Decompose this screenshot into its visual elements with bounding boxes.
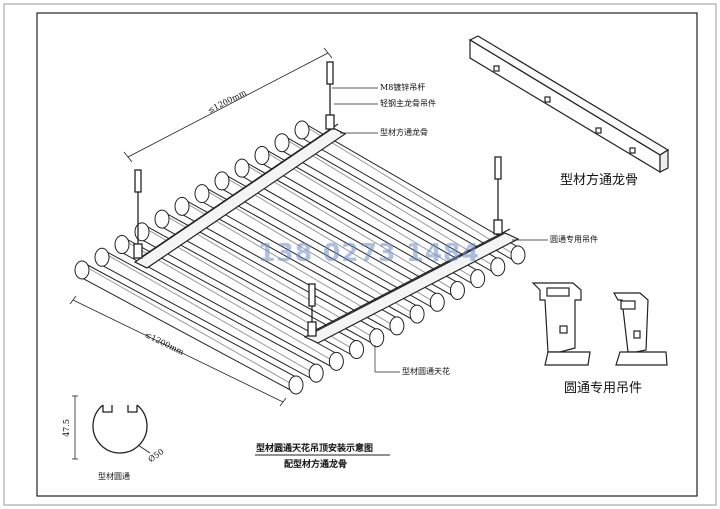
label-keel: 型材方通龙骨 [380,128,428,137]
tube-end [154,209,170,229]
inner-border [36,12,698,497]
tube-highlight [287,140,493,266]
watermark: 138 0273 1484 [258,238,480,267]
label-tube-ceiling: 型材圆通天花 [402,367,450,376]
tube-end [328,351,344,371]
leader-lines [332,87,548,373]
tube-end [234,158,250,178]
caption-tube-profile: 型材圆通 [98,472,130,481]
tube-highlight [227,178,432,301]
caption-clip-profile: 圆通专用吊件 [564,381,643,396]
tube-end [490,257,506,277]
tube-highlight [127,242,331,360]
tube-end [429,292,445,312]
tube-end [288,375,304,395]
tube-end [349,340,365,360]
tube-end [114,235,130,255]
tube-end [470,269,486,289]
dimension-lines [69,47,333,407]
tube-end [194,184,210,204]
tube-end [510,245,526,265]
tube-highlight [307,127,513,254]
tube-highlight [207,191,412,313]
clip-profile-drawing [531,282,668,366]
tube-end [94,247,110,267]
hanger-rods [133,61,503,337]
ceiling-assembly [69,47,548,407]
main-keel-back [133,123,347,269]
tube-end [74,260,90,280]
tube-group [74,120,526,395]
tube-end [389,316,405,336]
tube-highlight [107,254,311,372]
label-main-hanger: 轻钢主龙骨吊件 [380,99,436,108]
drawing-subtitle: 配型材方通龙骨 [284,460,348,470]
tube-end [294,120,310,140]
tube-end [449,280,465,300]
tube-highlight [267,153,472,278]
tube-highlight [187,203,392,325]
tube-end [308,363,324,383]
caption-keel-profile: 型材方通龙骨 [560,173,639,188]
keel-profile-drawing [468,35,670,174]
tube-end [274,133,290,153]
tube-end [174,196,190,216]
tube-end [369,328,385,348]
tube-highlight [147,229,351,348]
tube-end [409,304,425,324]
tube-end [134,222,150,242]
label-tube-hanger: 圆通专用吊件 [550,235,598,244]
tube-section-drawing [72,395,151,460]
tube-highlight [87,267,291,384]
drawing-title: 型材圆通天花吊顶安装示意图 [256,444,374,454]
tube-highlight [247,165,452,289]
main-keel-front [303,228,520,344]
label-rod: M8镀锌吊杆 [380,83,426,92]
tube-end [214,171,230,191]
outer-border [3,3,717,506]
dimension-section-height: 47.5 [61,419,71,437]
tube-end [254,145,270,165]
tube-highlight [167,216,371,337]
